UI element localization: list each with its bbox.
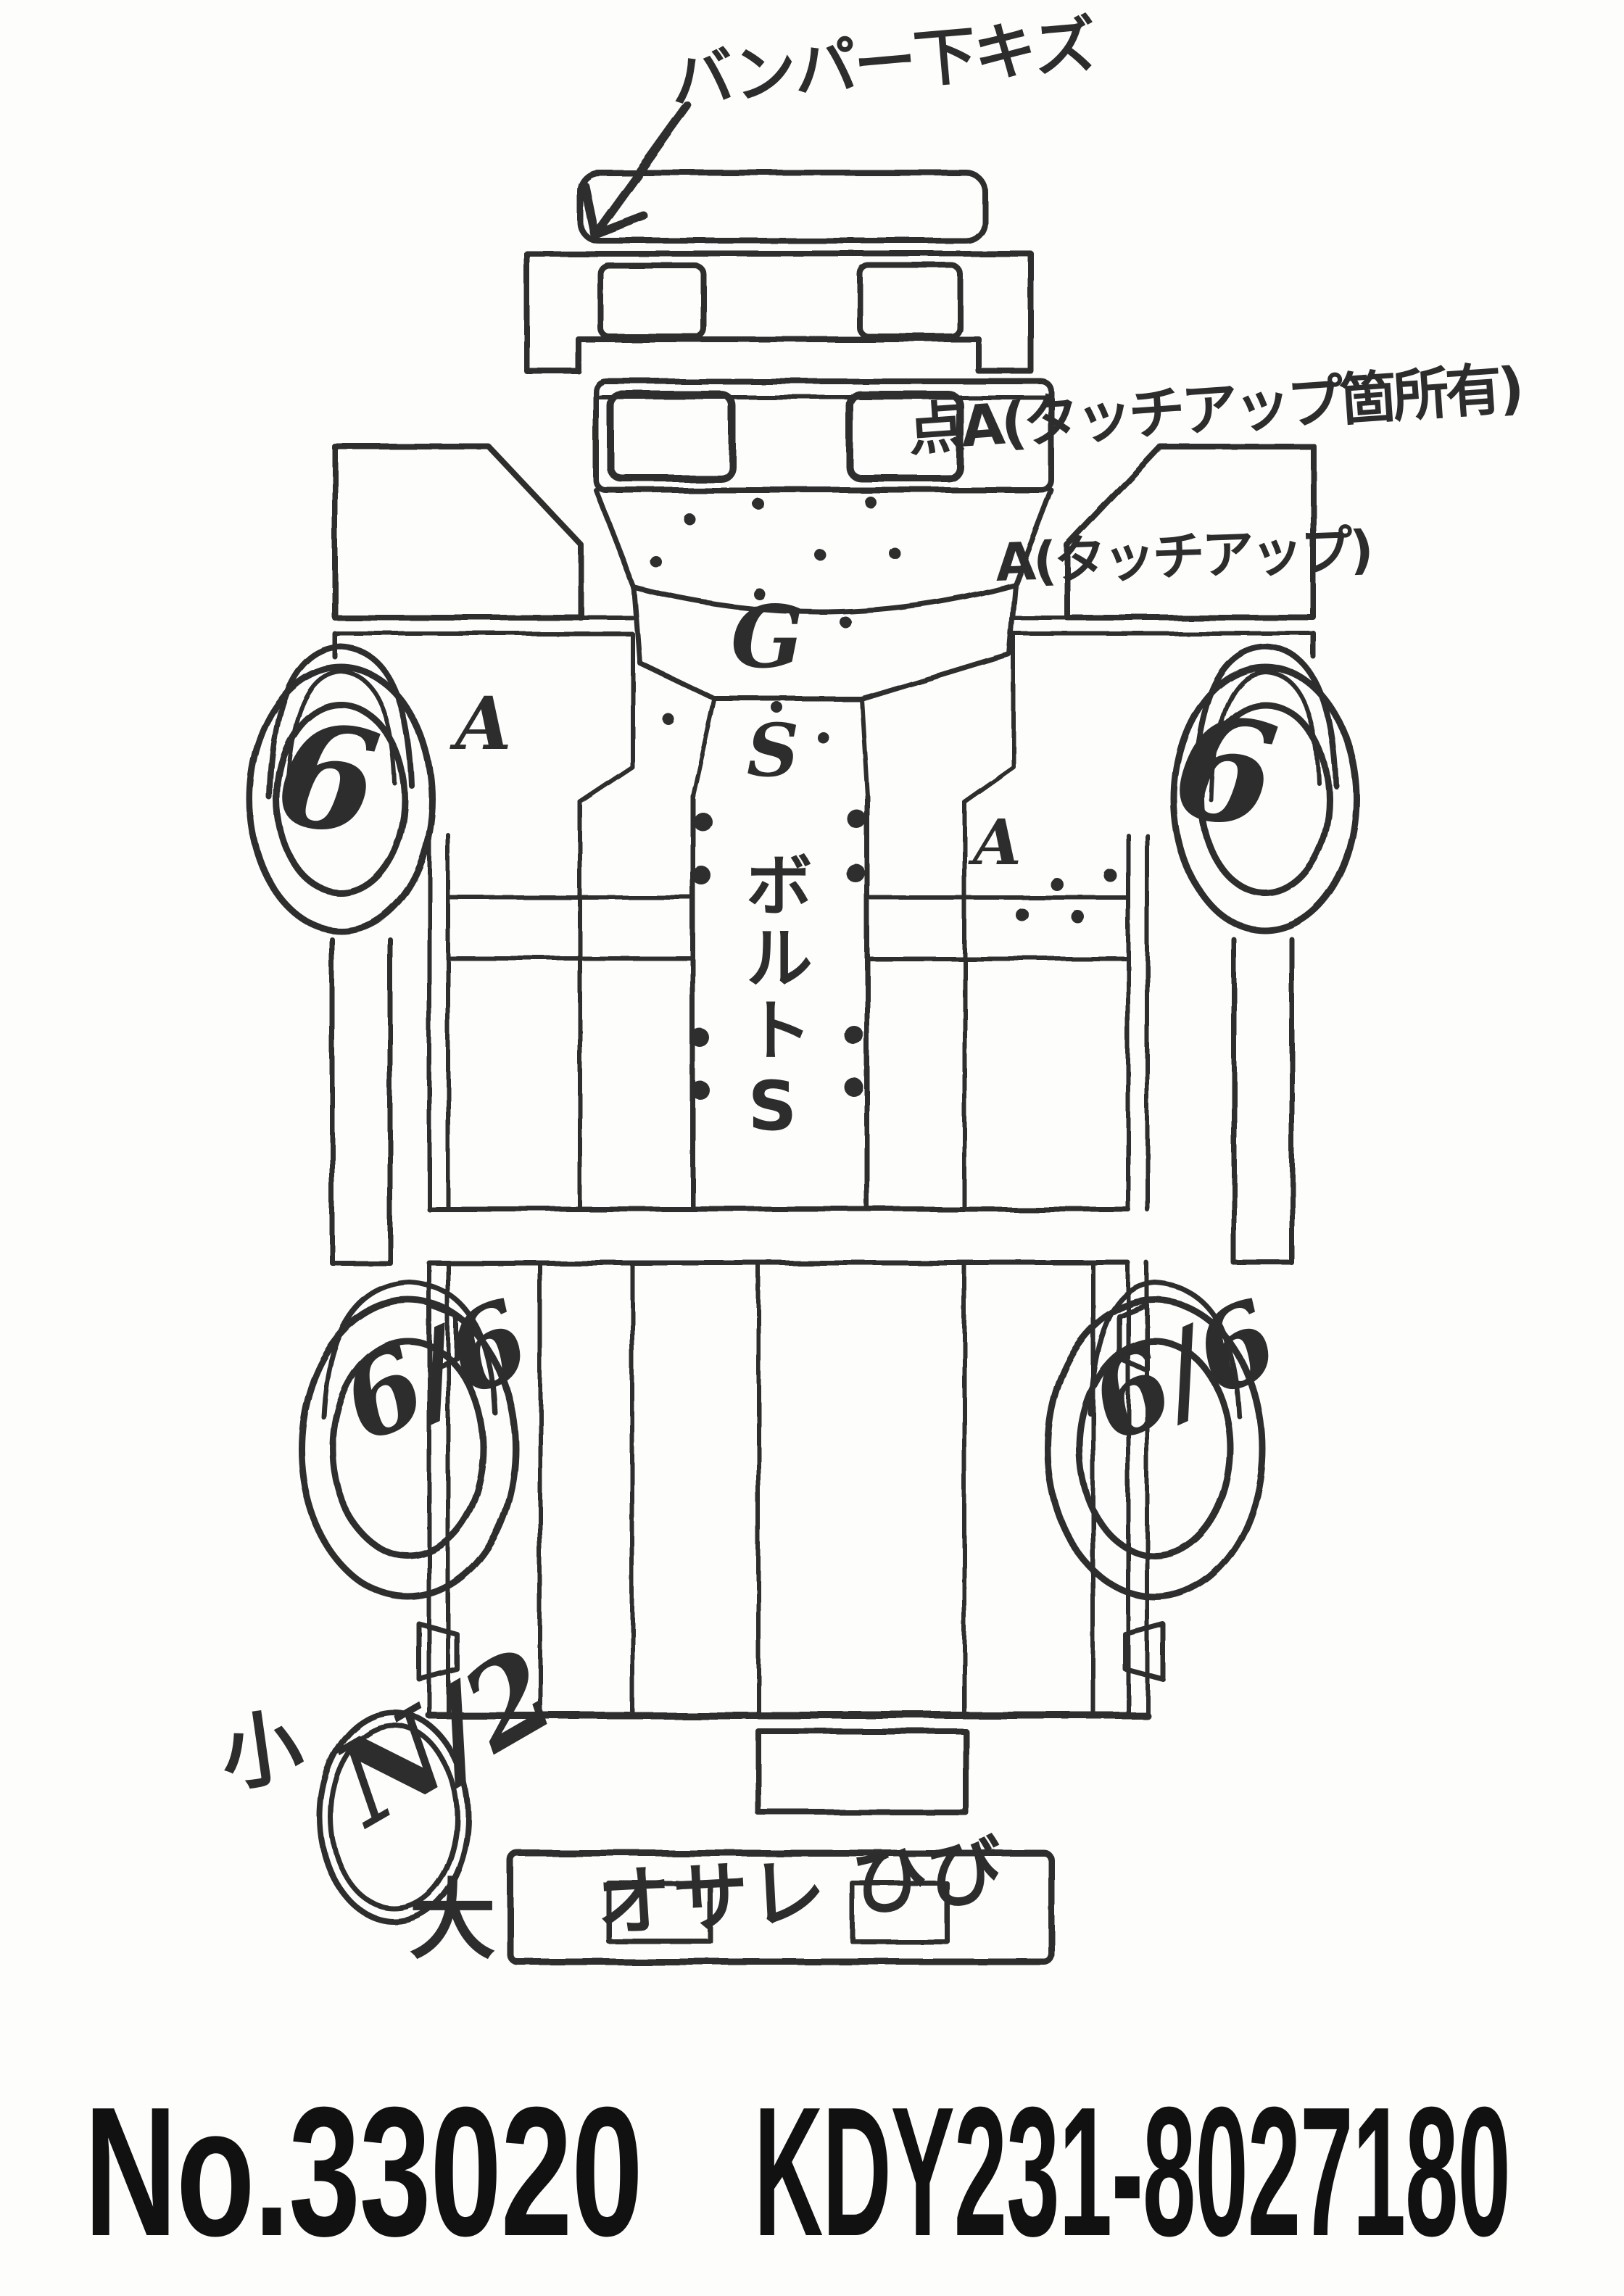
front-right-tread: 6	[1164, 682, 1286, 861]
paint-dots	[650, 496, 1117, 1100]
cab-roof	[593, 487, 1054, 798]
touch-up-note: A(タッチアップ)	[994, 518, 1372, 593]
wheels	[246, 663, 1360, 1601]
front-left-tread: 6	[267, 689, 389, 869]
mud-flap	[1122, 1621, 1166, 1682]
doors	[332, 444, 1317, 804]
rear-bumper	[507, 1849, 1055, 1965]
cab-face	[593, 378, 1054, 493]
front-left-wheel	[246, 663, 436, 934]
license-lamp-left	[606, 1881, 713, 1944]
rear-left-wheel	[297, 1296, 519, 1601]
cab-back-mark: S	[747, 708, 800, 793]
right-door	[1064, 444, 1317, 621]
rear-fender-arc	[1088, 1280, 1243, 1420]
left-door-mark: A	[455, 681, 512, 766]
window-right	[846, 391, 964, 482]
right-bed-mark: A	[973, 806, 1022, 879]
window-left	[607, 391, 736, 482]
lot-number: No.33020	[84, 2068, 643, 2274]
arrow-annotation	[580, 101, 692, 239]
rear-step	[755, 1728, 969, 1815]
mud-flap	[1116, 1302, 1150, 1373]
dent-score-badge	[317, 1709, 471, 1924]
rear-bumper-right-note: ひび	[848, 1825, 1007, 1929]
cargo-bed	[320, 793, 1243, 1965]
rear-bumper-left-note: オサレ	[594, 1847, 829, 1948]
mud-flap	[416, 1621, 460, 1682]
dent-large-label: 大	[409, 1870, 496, 1971]
dent-small-label: 小	[215, 1699, 309, 1804]
headlight-left	[597, 262, 706, 339]
license-lamp-right	[850, 1881, 950, 1944]
cross-member	[426, 1206, 1131, 1266]
headlight-right	[857, 262, 963, 339]
chassis-number: KDY231-8027180	[754, 2068, 1511, 2274]
side-rails	[329, 937, 1295, 1266]
front-panel	[524, 251, 1034, 374]
front-bumper	[577, 170, 987, 244]
front-right-wheel	[1170, 663, 1360, 934]
rear-right-wheel	[1044, 1296, 1266, 1601]
bed-bolt-note: ボルトS	[733, 850, 812, 1151]
left-door	[332, 444, 584, 621]
roof-mark: G	[731, 587, 804, 687]
